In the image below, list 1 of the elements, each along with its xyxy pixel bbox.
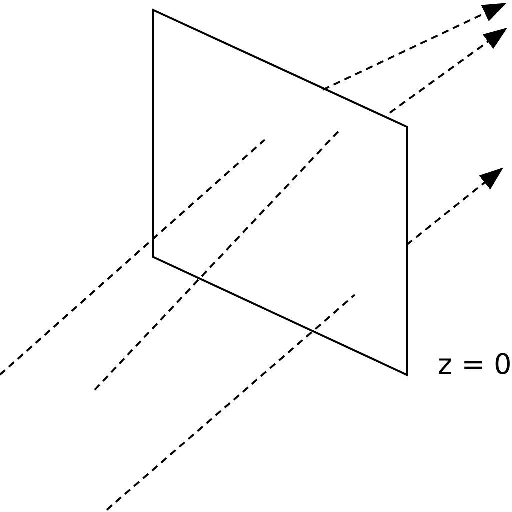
plane-label: z = 0 — [438, 348, 512, 381]
